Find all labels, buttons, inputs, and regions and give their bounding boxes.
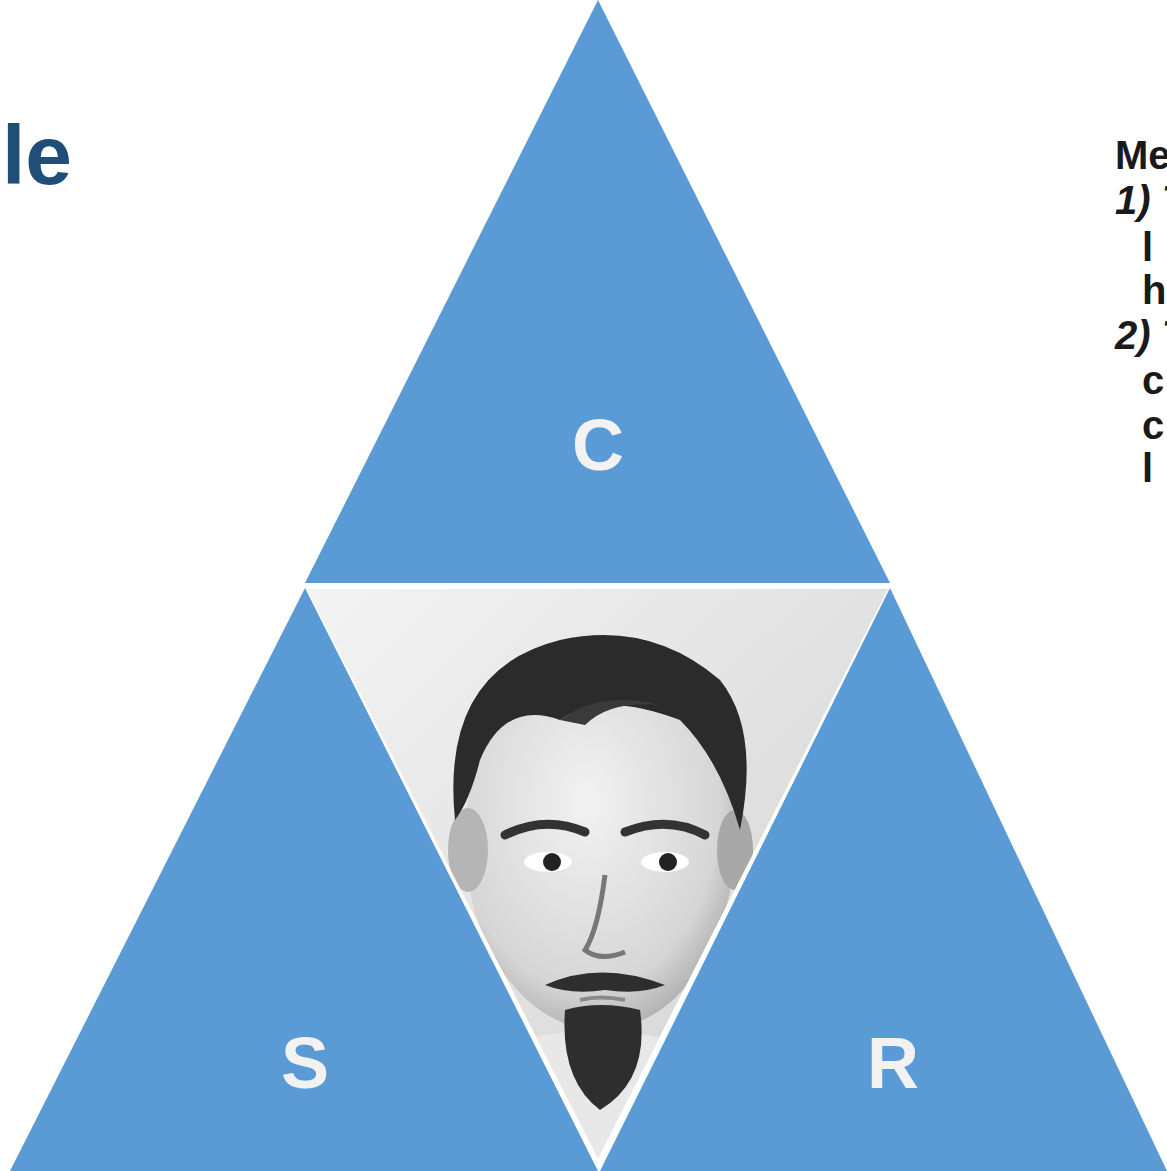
triangle-fill xyxy=(305,0,890,583)
segment-letter: S xyxy=(281,1027,329,1099)
triangle-segment: C xyxy=(305,0,890,585)
segment-letter: C xyxy=(572,409,624,481)
slide-title: le xyxy=(2,113,72,197)
side-text-fragment: 2) T xyxy=(1115,315,1167,355)
triangle-fill xyxy=(600,588,1167,1171)
triangle-fill xyxy=(10,588,598,1171)
triangle-shape xyxy=(305,0,890,585)
triangle-segment: R xyxy=(598,588,1167,1171)
side-text-fragment: c xyxy=(1142,360,1164,400)
segment-letter: R xyxy=(867,1027,919,1099)
side-text-fragment: Me xyxy=(1115,135,1167,175)
side-text-fragment: h xyxy=(1142,270,1166,310)
triangle-segment: S xyxy=(10,588,600,1171)
side-text-fragment: l xyxy=(1142,448,1153,488)
side-text-fragment: l xyxy=(1142,227,1153,267)
side-text-fragment: c xyxy=(1142,405,1164,445)
side-text-fragment: 1) T xyxy=(1115,180,1167,220)
